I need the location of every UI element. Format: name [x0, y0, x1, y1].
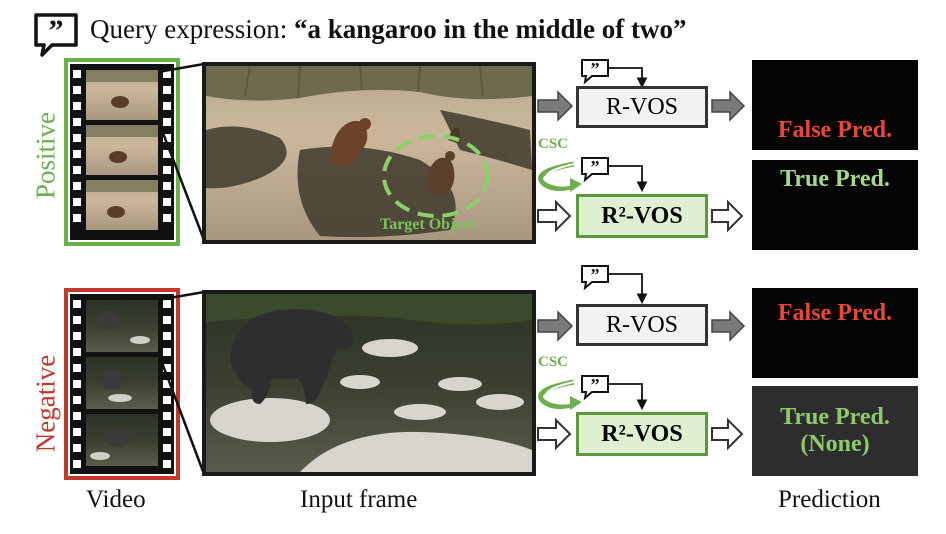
- false-pred-label: False Pred.: [777, 117, 893, 143]
- negative-input-frame: [202, 290, 536, 476]
- csc-label-negative: CSC: [538, 354, 569, 370]
- true-pred-label: True Pred.: [780, 404, 890, 430]
- arrow-right-icon: [711, 310, 746, 342]
- svg-text:”: ”: [591, 375, 600, 395]
- target-object-label: Target Object: [380, 216, 475, 233]
- query-title: Query expression: “a kangaroo in the mid…: [90, 14, 686, 45]
- hollow-arrow-right-icon: [711, 199, 744, 233]
- none-label: (None): [800, 431, 870, 457]
- query-prefix: Query expression:: [90, 14, 294, 44]
- svg-text:”: ”: [49, 14, 64, 47]
- rvos-box-negative: R-VOS: [576, 304, 708, 346]
- quote-bubble-icon: ”: [581, 157, 648, 193]
- rvos-label: R-VOS: [605, 311, 678, 338]
- quote-bubble-icon: ”: [34, 13, 78, 57]
- quote-bubble-icon: ”: [581, 265, 648, 305]
- prediction-panel-negative-false: False Pred.: [752, 288, 918, 378]
- rvos-box-positive: R-VOS: [576, 86, 708, 128]
- r2vos-label: R²-VOS: [601, 202, 683, 229]
- curved-arrow-icon: [538, 161, 582, 192]
- query-expression: “a kangaroo in the middle of two”: [293, 14, 687, 44]
- caption-video: Video: [86, 486, 146, 513]
- curved-arrow-icon: [538, 379, 582, 410]
- quote-bubble-icon: ”: [581, 59, 648, 89]
- prediction-panel-positive-false: False Pred.: [752, 60, 918, 150]
- positive-video-filmstrip: [64, 58, 180, 246]
- arrow-right-icon: [537, 310, 574, 342]
- positive-input-frame: [202, 62, 536, 244]
- svg-text:”: ”: [591, 59, 600, 79]
- rvos-label: R-VOS: [605, 93, 678, 120]
- r2vos-box-negative: R²-VOS: [576, 412, 708, 456]
- prediction-panel-positive-true: True Pred.: [752, 160, 918, 250]
- svg-text:”: ”: [591, 157, 600, 177]
- negative-video-filmstrip: [64, 288, 180, 480]
- quote-bubble-icon: ”: [581, 375, 648, 411]
- caption-prediction: Prediction: [778, 486, 881, 513]
- hollow-arrow-right-icon: [711, 417, 744, 451]
- hollow-arrow-right-icon: [537, 417, 572, 451]
- r2vos-label: R²-VOS: [601, 420, 683, 447]
- r2vos-box-positive: R²-VOS: [576, 194, 708, 238]
- svg-text:”: ”: [591, 265, 600, 285]
- hollow-arrow-right-icon: [537, 199, 572, 233]
- prediction-panel-negative-true: True Pred. (None): [752, 386, 918, 476]
- true-pred-label: True Pred.: [780, 166, 890, 192]
- csc-label-positive: CSC: [538, 136, 569, 152]
- arrow-right-icon: [711, 90, 746, 122]
- arrow-right-icon: [537, 90, 574, 122]
- caption-input-frame: Input frame: [300, 486, 418, 513]
- false-pred-label: False Pred.: [777, 300, 893, 326]
